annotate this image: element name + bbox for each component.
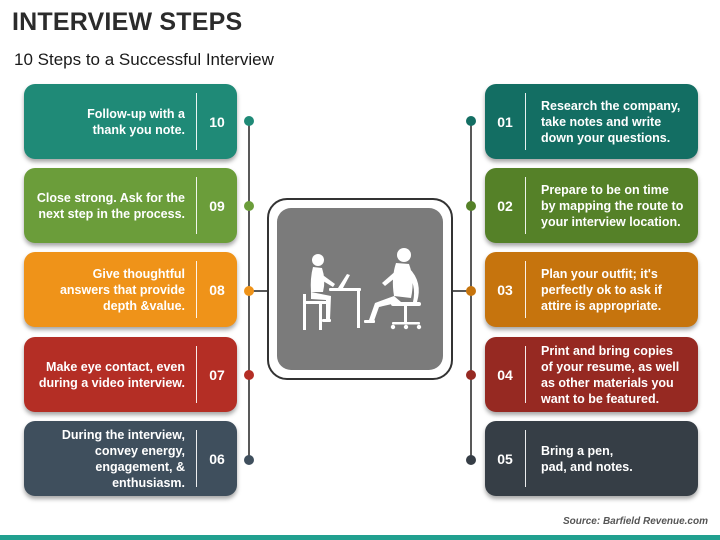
connector-dot-03 xyxy=(466,286,476,296)
center-image xyxy=(277,208,443,370)
step-text: Make eye contact, even during a video in… xyxy=(38,359,185,390)
step-text: Give thoughtful answers that provide dep… xyxy=(59,266,185,313)
step-text: Print and bring copies of your resume, a… xyxy=(541,343,680,406)
connector-dot-10 xyxy=(244,116,254,126)
step-number: 10 xyxy=(196,93,237,150)
step-number: 03 xyxy=(485,261,526,318)
step-number: 07 xyxy=(196,346,237,403)
connector-dot-04 xyxy=(466,370,476,380)
step-card-01: Research the company, take notes and wri… xyxy=(485,84,698,159)
step-text: Close strong. Ask for the next step in t… xyxy=(36,190,185,221)
step-text: Plan your outfit; it's perfectly ok to a… xyxy=(541,266,662,313)
step-card-08: Give thoughtful answers that provide dep… xyxy=(24,252,237,327)
connector-dot-08 xyxy=(244,286,254,296)
step-card-02: Prepare to be on time by mapping the rou… xyxy=(485,168,698,243)
page-title: INTERVIEW STEPS xyxy=(12,8,243,36)
connector-dot-01 xyxy=(466,116,476,126)
center-image-frame xyxy=(267,198,453,380)
step-card-05: Bring a pen, pad, and notes. 05 xyxy=(485,421,698,496)
page-subtitle: 10 Steps to a Successful Interview xyxy=(14,50,274,69)
step-text: During the interview, convey energy, eng… xyxy=(61,427,185,490)
step-number: 02 xyxy=(485,177,526,234)
connector-dot-02 xyxy=(466,201,476,211)
step-card-04: Print and bring copies of your resume, a… xyxy=(485,337,698,412)
connector-dot-06 xyxy=(244,455,254,465)
step-card-10: Follow-up with a thank you note. 10 xyxy=(24,84,237,159)
step-number: 08 xyxy=(196,261,237,318)
step-card-09: Close strong. Ask for the next step in t… xyxy=(24,168,237,243)
step-text: Bring a pen, pad, and notes. xyxy=(541,443,633,474)
step-text: Prepare to be on time by mapping the rou… xyxy=(541,182,684,229)
step-number: 09 xyxy=(196,177,237,234)
source-note: Source: Barfield Revenue.com xyxy=(562,516,708,527)
bottom-accent-bar xyxy=(0,535,720,540)
step-text: Research the company, take notes and wri… xyxy=(541,98,681,145)
connector-dot-05 xyxy=(466,455,476,465)
connector-dot-07 xyxy=(244,370,254,380)
step-card-07: Make eye contact, even during a video in… xyxy=(24,337,237,412)
step-number: 06 xyxy=(196,430,237,487)
step-number: 01 xyxy=(485,93,526,150)
step-card-06: During the interview, convey energy, eng… xyxy=(24,421,237,496)
connector-dot-09 xyxy=(244,201,254,211)
step-number: 05 xyxy=(485,430,526,487)
step-text: Follow-up with a thank you note. xyxy=(87,106,185,137)
interview-silhouette-icon xyxy=(303,248,422,330)
step-number: 04 xyxy=(485,346,526,403)
step-card-03: Plan your outfit; it's perfectly ok to a… xyxy=(485,252,698,327)
